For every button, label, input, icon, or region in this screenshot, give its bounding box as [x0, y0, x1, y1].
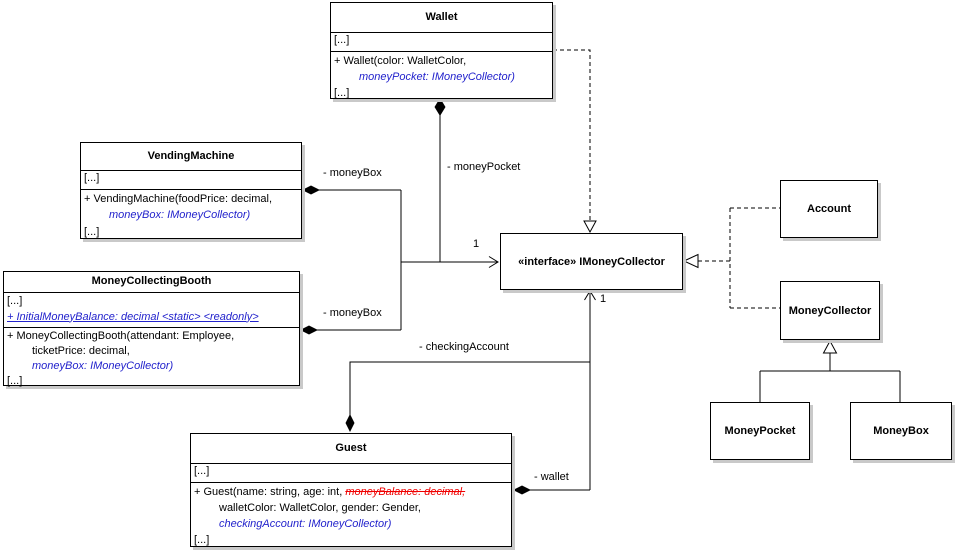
removed-parameter: moneyBalance: decimal,: [345, 485, 466, 498]
multiplicity-label-left: 1: [473, 238, 480, 250]
edge-label-checkingaccount: - checkingAccount: [419, 341, 509, 353]
method-line: [...]: [84, 225, 100, 238]
composition-booth-moneybox: [300, 190, 402, 335]
realization-account-moneycollector-imoneycollector: [682, 207, 780, 309]
multiplicity-label-bottom: 1: [600, 293, 607, 305]
class-title: MoneyBox: [873, 425, 929, 437]
class-box-wallet[interactable]: Wallet [...] + Wallet(color: WalletColor…: [330, 2, 553, 99]
interface-box-imoneycollector[interactable]: «interface» IMoneyCollector: [500, 233, 683, 290]
composition-guest-checkingaccount: [345, 361, 590, 432]
method-line: [...]: [334, 86, 350, 99]
class-box-guest[interactable]: Guest [...] + Guest(name: string, age: i…: [190, 433, 512, 547]
method-line: + VendingMachine(foodPrice: decimal,: [84, 192, 273, 205]
method-line-param: checkingAccount: IMoneyCollector): [219, 517, 392, 530]
class-box-vendingmachine[interactable]: VendingMachine [...] + VendingMachine(fo…: [80, 142, 302, 239]
edge-label-wallet: - wallet: [534, 471, 569, 483]
composition-vendingmachine-moneybox: [302, 185, 401, 195]
composition-wallet-moneypocket: [434, 98, 446, 262]
method-line: ticketPrice: decimal,: [32, 344, 130, 357]
class-box-moneycollector[interactable]: MoneyCollector: [780, 281, 880, 340]
class-title: MoneyCollectingBooth: [91, 275, 212, 287]
attribute-line: [...]: [7, 294, 23, 307]
inheritance-moneypocket-moneybox-moneycollector: [759, 339, 901, 402]
edge-label-moneypocket: - moneyPocket: [447, 161, 521, 173]
edge-label-moneybox-booth: - moneyBox: [323, 307, 382, 319]
method-line-param: moneyBox: IMoneyCollector): [32, 359, 174, 372]
class-title: Guest: [335, 442, 367, 454]
method-line-param: moneyBox: IMoneyCollector): [109, 209, 251, 221]
class-box-moneypocket[interactable]: MoneyPocket: [710, 402, 810, 460]
attribute-line: [...]: [194, 464, 210, 477]
association-arrow-imoneycollector-left: [401, 256, 499, 268]
edge-label-moneybox-vendingmachine: - moneyBox: [323, 167, 382, 179]
method-line-param: moneyPocket: IMoneyCollector): [359, 70, 515, 83]
class-title: Wallet: [425, 11, 458, 23]
interface-title: «interface» IMoneyCollector: [518, 255, 665, 268]
realization-wallet-imoneycollector: [553, 49, 597, 234]
method-line: + MoneyCollectingBooth(attendant: Employ…: [7, 329, 235, 342]
class-box-moneycollectingbooth[interactable]: MoneyCollectingBooth [...] + InitialMone…: [3, 271, 300, 387]
attribute-line-static: + InitialMoneyBalance: decimal <static> …: [7, 310, 259, 323]
class-title: Account: [807, 203, 851, 215]
attribute-line: [...]: [84, 171, 100, 184]
composition-guest-wallet: [513, 290, 596, 495]
method-line: + Wallet(color: WalletColor,: [334, 54, 467, 67]
method-line: [...]: [7, 374, 23, 387]
class-box-account[interactable]: Account: [780, 180, 878, 238]
attribute-line: [...]: [334, 33, 350, 46]
class-box-moneybox[interactable]: MoneyBox: [850, 402, 952, 460]
method-line: + Guest(name: string, age: int, moneyBal…: [194, 485, 466, 498]
class-title: MoneyCollector: [788, 304, 872, 317]
method-line: [...]: [194, 533, 210, 546]
class-title: VendingMachine: [147, 150, 235, 162]
class-title: MoneyPocket: [724, 425, 796, 437]
method-line: walletColor: WalletColor, gender: Gender…: [219, 501, 421, 514]
